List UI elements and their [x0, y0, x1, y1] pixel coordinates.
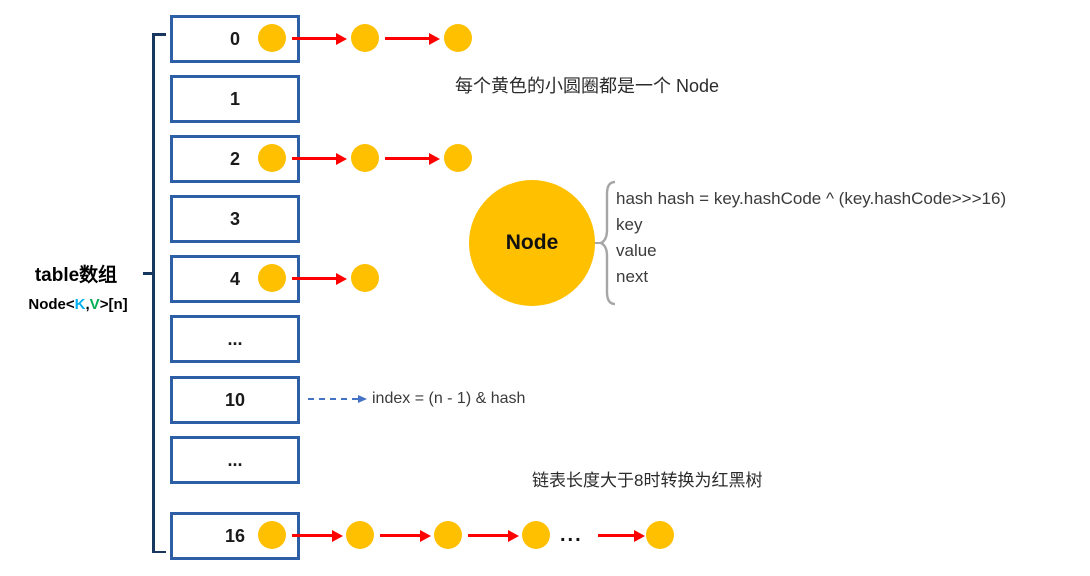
brace-connector-line: [594, 242, 601, 244]
node-circle: [258, 264, 286, 292]
node-circle: [522, 521, 550, 549]
array-cell-label: 4: [229, 268, 240, 289]
type-comma: ,: [85, 296, 90, 313]
array-cell-1: 1: [170, 75, 300, 123]
pointer-arrow-icon: [385, 152, 440, 165]
node-circle: [351, 264, 379, 292]
array-cell-label: 3: [229, 208, 240, 229]
curly-brace-icon: [598, 180, 616, 306]
node-circle: [351, 24, 379, 52]
node-detail-circle: Node: [469, 180, 595, 306]
array-brace-bottom-tick: [152, 550, 166, 553]
pointer-arrow-icon: [385, 32, 440, 45]
node-fields-list: hash hash = key.hashCode ^ (key.hashCode…: [616, 186, 1006, 290]
chain-ellipsis: ...: [560, 524, 583, 546]
array-cell-label: 16: [224, 525, 246, 546]
node-circle: [444, 24, 472, 52]
node-field-hash: hash hash = key.hashCode ^ (key.hashCode…: [616, 189, 1007, 208]
node-field-value: value: [616, 241, 657, 260]
index-dashed-arrow-icon: [308, 395, 367, 403]
type-param-v: V: [89, 296, 100, 313]
node-circle: [258, 24, 286, 52]
pointer-arrow-icon: [380, 529, 431, 542]
type-prefix: Node<: [28, 296, 75, 313]
treeify-note: 链表长度大于8时转换为红黑树: [532, 471, 763, 490]
node-circle: [646, 521, 674, 549]
pointer-arrow-icon: [292, 32, 347, 45]
array-cell-label: 2: [229, 148, 240, 169]
node-circle: [346, 521, 374, 549]
array-cell-0: 0: [170, 15, 300, 63]
node-type-label: Node<K,V>[n]: [8, 296, 148, 313]
array-cell-ellipsis-2: ...: [170, 436, 300, 484]
array-cell-ellipsis-1: ...: [170, 315, 300, 363]
array-cell-10: 10: [170, 376, 300, 424]
node-circle: [444, 144, 472, 172]
node-detail-label: Node: [505, 231, 559, 254]
node-circle: [258, 521, 286, 549]
pointer-arrow-icon: [468, 529, 519, 542]
array-brace-middle-tick: [143, 272, 152, 275]
pointer-arrow-icon: [598, 529, 645, 542]
pointer-arrow-icon: [292, 272, 347, 285]
index-formula-text: index = (n - 1) & hash: [372, 390, 526, 407]
array-brace-vertical: [152, 33, 155, 553]
node-circle: [434, 521, 462, 549]
array-cell-3: 3: [170, 195, 300, 243]
array-cell-label: 1: [229, 88, 240, 109]
type-param-k: K: [74, 296, 86, 313]
type-suffix: >[n]: [99, 296, 128, 313]
table-array-label: table数组: [34, 265, 118, 286]
node-field-key: key: [616, 215, 643, 234]
node-field-next: next: [616, 267, 649, 286]
node-circle: [351, 144, 379, 172]
node-circle: [258, 144, 286, 172]
pointer-arrow-icon: [292, 152, 347, 165]
array-cell-label: ...: [227, 449, 243, 470]
pointer-arrow-icon: [292, 529, 343, 542]
array-brace-top-tick: [152, 33, 166, 36]
array-cell-label: 10: [224, 389, 246, 410]
yellow-circle-note: 每个黄色的小圆圈都是一个 Node: [455, 76, 720, 96]
array-cell-label: 0: [229, 28, 240, 49]
array-cell-label: ...: [227, 328, 243, 349]
